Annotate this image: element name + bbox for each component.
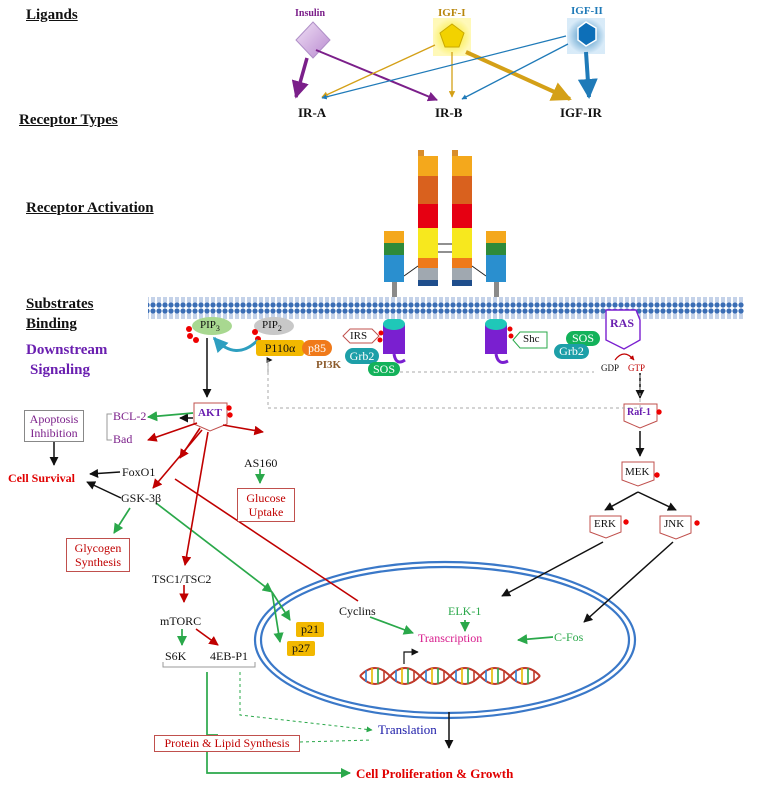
- phosphate-dot-mek: [654, 472, 660, 478]
- phosphate-dot-erk: [623, 519, 629, 525]
- elk1-label: ELK-1: [448, 604, 482, 618]
- section-receptor-types: Receptor Types: [19, 112, 118, 128]
- shc-label: Shc: [523, 333, 540, 345]
- mek-label[interactable]: MEK: [625, 466, 650, 478]
- pip3-shape: [192, 317, 232, 335]
- section-downstream-line2: Signaling: [30, 362, 91, 378]
- 4ebp1-label: 4EB-P1: [210, 649, 249, 663]
- raf1-shape: [623, 403, 658, 429]
- gtp-label: GTP: [628, 363, 646, 373]
- section-receptor-activation: Receptor Activation: [26, 200, 154, 216]
- jnk-label[interactable]: JNK: [664, 518, 685, 530]
- phosphate-dots-akt: [226, 405, 233, 418]
- insulin-ligand-icon: [295, 21, 331, 59]
- grb2-right-node: Grb2: [554, 344, 589, 359]
- akt-shape: [193, 402, 228, 432]
- jnk-shape: [659, 515, 692, 540]
- bcl2-label: BCL-2: [113, 409, 147, 423]
- ras-shape: [605, 309, 641, 350]
- dashed-links: [239, 357, 641, 743]
- cyclins-label: Cyclins: [339, 604, 376, 618]
- pi3k-label: PI3K: [316, 359, 342, 371]
- s6k-label: S6K: [165, 649, 187, 663]
- p110a-node: P110α: [256, 340, 304, 356]
- ligand-igf1-label: IGF-I: [438, 7, 466, 19]
- ras-label[interactable]: RAS: [610, 316, 635, 330]
- bad-label: Bad: [113, 432, 133, 446]
- as160-label: AS160: [244, 456, 278, 470]
- glycogen-synthesis-box: Glycogen Synthesis: [66, 538, 130, 572]
- section-substrates-binding-line2: Binding: [26, 316, 77, 332]
- pip3-label: PIP3: [200, 319, 220, 334]
- irs-shape: [342, 328, 380, 344]
- pip2-shape: [254, 317, 294, 335]
- apoptosis-inhibition-box: Apoptosis Inhibition: [24, 410, 84, 442]
- p85-node: p85: [302, 340, 332, 356]
- receptor-igf-ir: IGF-IR: [560, 105, 602, 120]
- akt-label[interactable]: AKT: [198, 407, 222, 419]
- red-arrows: [147, 422, 359, 646]
- mtorc-label: mTORC: [160, 614, 202, 628]
- ligand-receptor-arrows: [291, 35, 598, 102]
- mek-shape: [621, 461, 655, 487]
- sos-right-node: SOS: [566, 331, 600, 346]
- cell-membrane: [148, 297, 744, 319]
- section-downstream-line1: Downstream: [26, 342, 108, 358]
- cell-survival-label: Cell Survival: [8, 471, 76, 485]
- dna-helix-icon: [359, 648, 541, 685]
- foxo1-label: FoxO1: [122, 465, 156, 479]
- grb2-left-node: Grb2: [345, 348, 379, 364]
- raf1-label[interactable]: Raf-1: [627, 407, 651, 418]
- phosphate-dot-raf1: [656, 409, 662, 415]
- igf1-ligand-icon: [433, 18, 471, 56]
- erk-shape: [589, 515, 622, 539]
- glucose-uptake-box: Glucose Uptake: [237, 488, 295, 522]
- transcription-label: Transcription: [418, 631, 483, 645]
- sos-left-node: SOS: [368, 362, 400, 376]
- ligand-insulin-label: Insulin: [295, 8, 326, 19]
- protein-lipid-synthesis-box: Protein & Lipid Synthesis: [154, 735, 300, 752]
- gdp-label: GDP: [601, 363, 620, 373]
- receptor-dimer: [377, 150, 514, 364]
- gdp-gtp-cycle-arrow: [614, 353, 635, 361]
- gsk3b-label: GSK-3β: [121, 491, 162, 505]
- receptor-ir-a: IR-A: [298, 105, 327, 120]
- section-ligands: Ligands: [26, 7, 78, 23]
- translation-label: Translation: [378, 722, 437, 737]
- igf2-ligand-icon: [567, 18, 605, 54]
- cell-proliferation-label: Cell Proliferation & Growth: [356, 766, 514, 781]
- pip2-to-pip3-arrow: [212, 336, 260, 354]
- phosphate-dots-pip3: [186, 326, 199, 343]
- irs-label: IRS: [350, 330, 368, 342]
- ligand-igf2-label: IGF-II: [571, 5, 603, 17]
- receptor-ir-b: IR-B: [435, 105, 463, 120]
- cfos-label: C-Fos: [554, 630, 584, 644]
- green-arrows: [113, 411, 554, 779]
- black-arrows: [49, 338, 677, 749]
- phosphate-dot-jnk: [694, 520, 700, 526]
- pip2-label: PIP2: [262, 319, 282, 334]
- p21-node: p21: [296, 622, 324, 637]
- tsc-label: TSC1/TSC2: [152, 572, 212, 586]
- bcl2-bad-bracket: [106, 413, 112, 441]
- shc-shape: [512, 331, 548, 349]
- section-substrates-binding-line1: Substrates: [26, 296, 94, 312]
- s6k-4ebp1-bracket: [162, 662, 256, 668]
- p27-node: p27: [287, 641, 315, 656]
- nucleus-envelope: [253, 560, 637, 720]
- erk-label[interactable]: ERK: [594, 518, 616, 530]
